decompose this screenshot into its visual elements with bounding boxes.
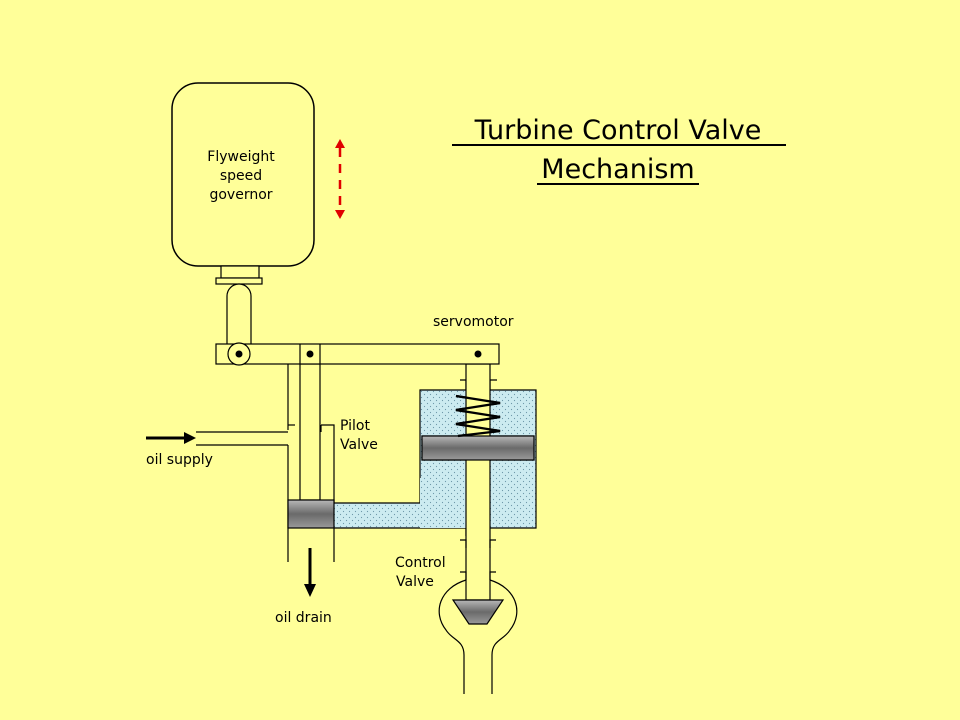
valve-plug [451,599,505,625]
stem-guides [460,539,496,580]
oil-supply-label: oil supply [146,452,213,468]
governor-label-line2: speed [220,168,262,184]
lever-bar [215,343,500,365]
servomotor-label: servomotor [433,314,514,330]
pilot-valve-label-line1: Pilot [340,418,370,434]
down-arrow-icon [304,548,316,597]
governor-collar [220,265,260,279]
double-headed-arrow-icon [335,139,345,219]
title-line2: Mechanism [541,154,694,185]
pilot-rod [299,363,321,501]
valve-stem [465,363,491,601]
control-valve-label-line2: Valve [396,574,434,590]
pilot-spool [287,499,335,529]
pilot-pivot [306,350,314,358]
oil-drain-label: oil drain [275,610,332,626]
right-arrow-icon [146,432,196,444]
flyweight-governor: Flyweight speed governor [171,82,315,365]
linkage-lever [215,342,500,366]
governor-flange [215,277,263,285]
governor-label-line3: governor [209,187,272,203]
control-valve-body [438,579,518,694]
stem-pivot [474,350,482,358]
oil-supply-line [196,431,288,446]
pilot-valve [287,363,335,562]
pilot-valve-label-line2: Valve [340,437,378,453]
title-line1: Turbine Control Valve [474,115,762,146]
governor-label-line1: Flyweight [207,149,275,165]
control-valve-label-line1: Control [395,555,446,571]
diagram-title: Turbine Control Valve Mechanism [452,115,786,185]
governor-pivot [235,350,243,358]
